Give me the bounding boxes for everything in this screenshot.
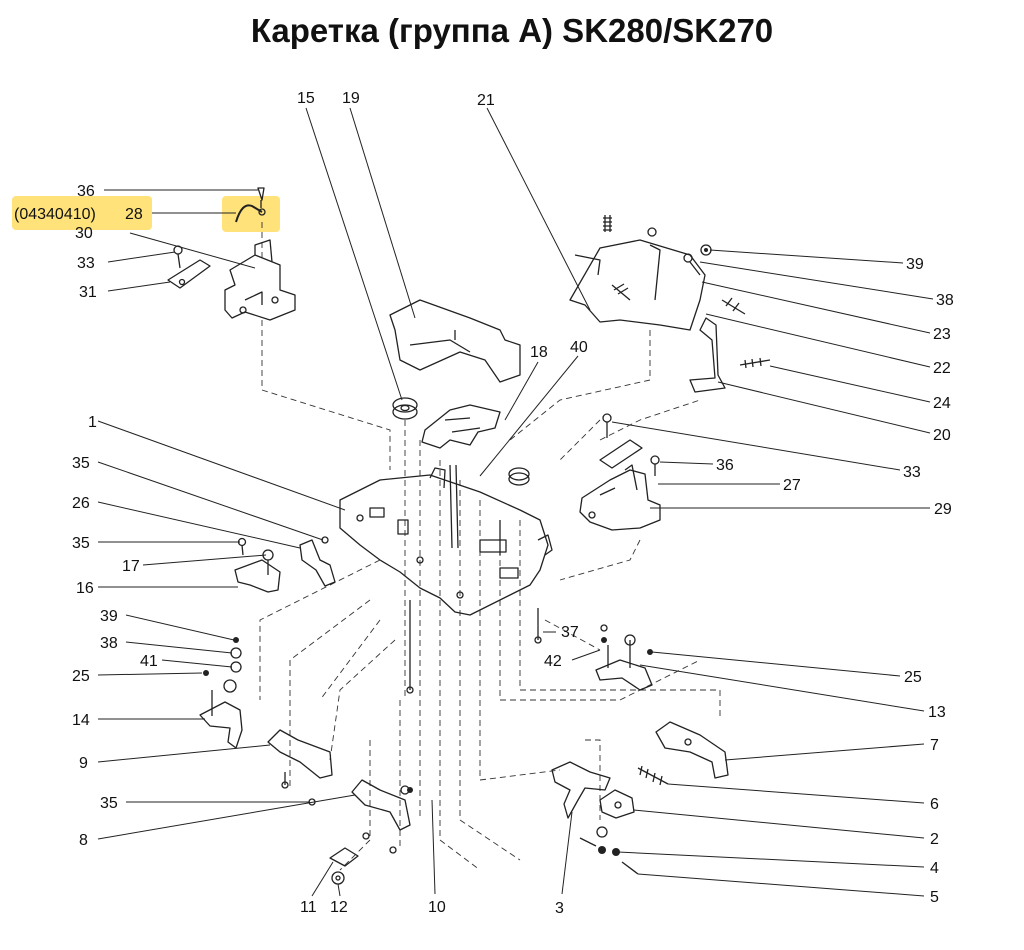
callout-25-left: 25	[72, 668, 90, 685]
part-9-bracket	[267, 729, 333, 806]
callout-16: 16	[76, 580, 94, 597]
callout-11: 11	[300, 899, 317, 916]
part-16-bracket	[234, 549, 281, 593]
callout-4: 4	[930, 860, 939, 877]
part-19-plate	[389, 299, 521, 383]
callout-6: 6	[930, 796, 939, 813]
callout-31: 31	[79, 284, 97, 301]
callout-17: 17	[122, 558, 140, 575]
callout-25-right: 25	[904, 669, 922, 686]
callout-38-left: 38	[100, 635, 118, 652]
diagram-title: Каретка (группа А) SK280/SK270	[250, 12, 774, 49]
callout-24: 24	[933, 395, 951, 412]
part-number-label: (04340410)	[14, 206, 96, 223]
callout-40: 40	[570, 339, 588, 356]
callout-41: 41	[140, 653, 158, 670]
assembly-dashed-lines	[259, 222, 721, 871]
callout-labels: 36 (04340410) 28 30 33 31 15 19 21 18 40…	[14, 90, 954, 917]
part-12-washer	[331, 871, 345, 885]
callout-3: 3	[555, 900, 564, 917]
part-33-screw-top-left	[173, 245, 183, 269]
callout-35-a: 35	[72, 455, 90, 472]
part-26-bracket	[299, 539, 336, 587]
callout-30: 30	[75, 225, 93, 242]
callout-14: 14	[72, 712, 90, 729]
part-29-bracket	[579, 464, 661, 531]
callout-28: 28	[125, 206, 143, 223]
part-7-lever	[655, 721, 729, 779]
part-13-assembly	[595, 624, 653, 691]
part-20-lever	[689, 317, 726, 393]
part-2-bracket	[599, 789, 635, 819]
callout-39-left: 39	[100, 608, 118, 625]
part-6-spring	[637, 765, 669, 786]
part-18-plate	[421, 404, 501, 449]
callout-12: 12	[330, 899, 348, 916]
callout-8: 8	[79, 832, 88, 849]
part-number-highlight	[12, 196, 152, 230]
part-8-bracket	[351, 779, 413, 854]
part-3-lever	[551, 761, 611, 819]
part-1-main-plate	[339, 464, 553, 616]
leader-lines	[97, 107, 934, 897]
callout-35-b: 35	[72, 535, 90, 552]
part-28-highlight	[222, 196, 280, 232]
callout-39-right: 39	[906, 256, 924, 273]
part-36-screw-top	[257, 187, 265, 208]
callout-35-c: 35	[100, 795, 118, 812]
part-33-plate-right	[599, 439, 643, 469]
part-31-plate	[167, 259, 211, 289]
callout-15: 15	[297, 90, 315, 107]
callout-23: 23	[933, 326, 951, 343]
springs-top	[603, 215, 771, 369]
part-15-collar	[392, 397, 418, 420]
part-14-lever	[199, 690, 243, 749]
part-33-screw-right	[602, 413, 612, 438]
callout-18: 18	[530, 344, 548, 361]
part-21-lever-frame	[569, 227, 706, 331]
callout-42: 42	[544, 653, 562, 670]
part-40-collar	[508, 467, 530, 486]
callout-9: 9	[79, 755, 88, 772]
callout-33-right: 33	[903, 464, 921, 481]
callout-13: 13	[928, 704, 946, 721]
callout-20: 20	[933, 427, 951, 444]
callout-19: 19	[342, 90, 360, 107]
callout-38-right: 38	[936, 292, 954, 309]
callout-2: 2	[930, 831, 939, 848]
callout-36-top: 36	[77, 183, 95, 200]
callout-5: 5	[930, 889, 939, 906]
part-4-nuts	[596, 826, 620, 856]
callout-27: 27	[783, 477, 801, 494]
part-28-spring-wire	[235, 204, 266, 223]
part-36-screw-right	[650, 455, 660, 476]
callout-10: 10	[428, 899, 446, 916]
part-30-bracket	[224, 239, 296, 321]
part-37-screw	[406, 600, 542, 694]
callout-21: 21	[477, 92, 495, 109]
callout-1: 1	[88, 414, 97, 431]
callout-29: 29	[934, 501, 952, 518]
callout-22: 22	[933, 360, 951, 377]
callout-26: 26	[72, 495, 90, 512]
callout-36-right: 36	[716, 457, 734, 474]
callout-37: 37	[561, 624, 579, 641]
callout-33-top-left: 33	[77, 255, 95, 272]
callout-7: 7	[930, 737, 939, 754]
part-39-nut-top-right	[700, 244, 712, 256]
part-11-clip	[329, 847, 359, 867]
part-5-pin	[579, 837, 639, 875]
